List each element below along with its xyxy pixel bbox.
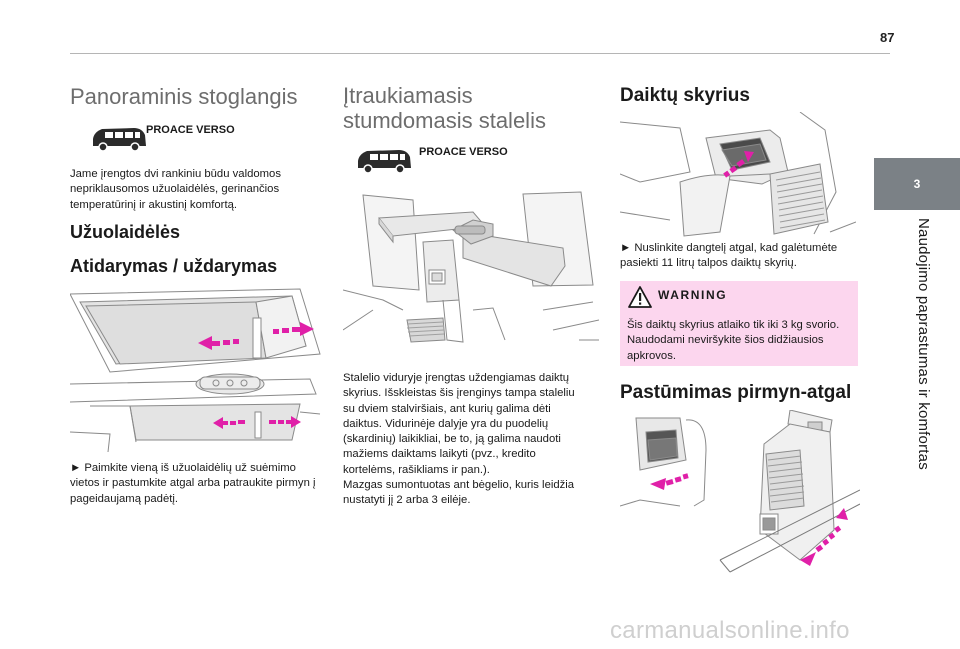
chapter-tab: 3 xyxy=(874,158,960,210)
chapter-title: Naudojimo paprastumas ir komfortas xyxy=(915,218,932,470)
warning-title: WARNING xyxy=(658,288,728,302)
intro-text: Jame įrengtos dvi rankiniu būdu valdomos… xyxy=(70,168,281,211)
top-divider xyxy=(70,53,890,54)
sunblind-illustration xyxy=(70,288,321,452)
watermark: carmanualsonline.info xyxy=(610,617,850,644)
van-icon xyxy=(358,150,411,174)
section-heading-fore-aft: Pastūmimas pirmyn-atgal xyxy=(620,382,852,403)
model-label: PROACE VERSO xyxy=(146,124,235,136)
section-heading-storage: Daiktų skyrius xyxy=(620,85,750,106)
warning-triangle-icon xyxy=(628,286,652,308)
warning-box: WARNING Šis daiktų skyrius atlaiko tik i… xyxy=(620,281,858,366)
fore-aft-illustration xyxy=(620,410,860,573)
storage-compartment-illustration xyxy=(620,112,856,237)
blind-instruction: ► Paimkite vieną iš užuolaidėlių už suėm… xyxy=(70,462,316,505)
model-label: PROACE VERSO xyxy=(419,146,508,158)
sliding-table-illustration xyxy=(343,191,599,343)
page-number: 87 xyxy=(880,30,895,45)
warning-text: Šis daiktų skyrius atlaiko tik iki 3 kg … xyxy=(627,319,840,362)
van-icon xyxy=(93,128,146,152)
section-heading-panoramic-roof: Panoraminis stoglangis xyxy=(70,84,298,109)
section-heading-sliding-table: Įtraukiamasis stumdomasis stalelis xyxy=(343,83,546,133)
table-description: Stalelio viduryje įrengtas uždengiamas d… xyxy=(343,372,575,507)
chapter-number: 3 xyxy=(913,177,921,191)
subheading-open-close: Atidarymas / uždarymas xyxy=(70,256,278,276)
subheading-blinds: Užuolaidėlės xyxy=(70,222,181,242)
storage-instruction: ► Nuslinkite dangtelį atgal, kad galėtum… xyxy=(620,242,838,270)
